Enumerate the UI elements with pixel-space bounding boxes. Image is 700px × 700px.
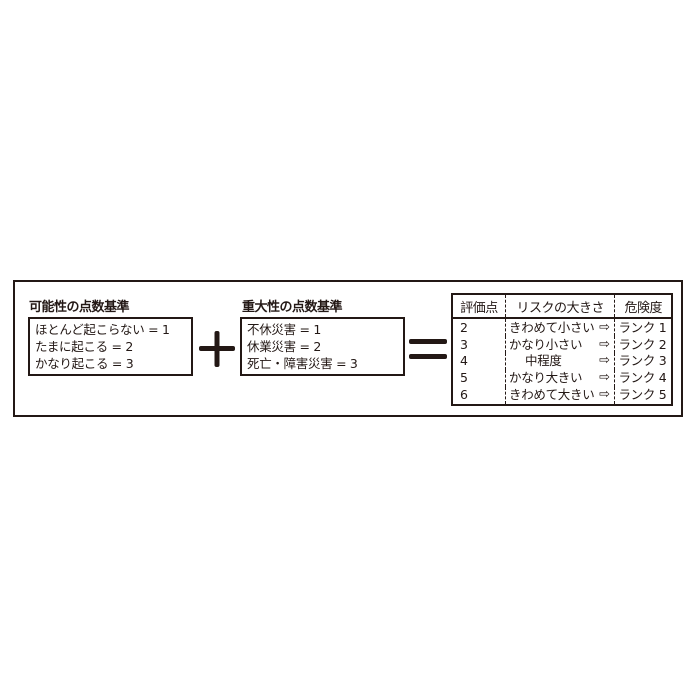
size-cell: かなり大きい ⇨ (505, 369, 616, 387)
header-risk-size: リスクの大きさ (505, 294, 616, 319)
score-cell: 4 (452, 353, 506, 370)
table-row: 6 きわめて大きい⇨ ランク 5 (452, 386, 672, 405)
score-cell: 3 (452, 336, 506, 353)
likelihood-box: ほとんど起こらない = 1 たまに起こる = 2 かなり起こる = 3 (28, 317, 193, 376)
hollow-right-arrow-icon: ⇨ (599, 370, 610, 386)
hollow-right-arrow-icon: ⇨ (599, 353, 610, 369)
hollow-right-arrow-icon: ⇨ (599, 387, 610, 403)
rank-cell: ランク 5 (618, 387, 667, 403)
plus-icon (199, 331, 235, 367)
size-cell: かなり小さい ⇨ (505, 336, 616, 353)
size-text: きわめて小さい (509, 319, 595, 335)
severity-box: 不休災害 = 1 休業災害 = 2 死亡・障害災害 = 3 (240, 317, 405, 376)
hollow-right-arrow-icon: ⇨ (599, 336, 610, 352)
severity-item: 不休災害 = 1 (247, 322, 321, 337)
size-cell: 中程度 ⇨ (505, 353, 616, 370)
size-cell: きわめて小さい⇨ (505, 318, 616, 337)
hollow-right-arrow-icon: ⇨ (599, 319, 610, 335)
rank-cell: ランク 4 (618, 370, 667, 386)
size-text: かなり小さい (509, 336, 583, 352)
likelihood-title: 可能性の点数基準 (29, 300, 130, 315)
severity-item: 休業災害 = 2 (247, 339, 321, 354)
score-cell: 6 (452, 386, 506, 405)
risk-table: 評価点 リスクの大きさ 危険度 2 きわめて小さい⇨ ランク 1 3 かなり小さ… (451, 293, 673, 406)
likelihood-item: かなり起こる = 3 (35, 356, 134, 371)
size-cell: きわめて大きい⇨ (505, 386, 616, 405)
equals-icon (409, 339, 447, 359)
header-score: 評価点 (452, 294, 506, 319)
size-text: 中程度 (525, 353, 562, 369)
rank-cell: ランク 3 (618, 353, 667, 369)
risk-table-header: 評価点 リスクの大きさ 危険度 (452, 294, 672, 319)
likelihood-item: たまに起こる = 2 (35, 339, 133, 354)
rank-cell: ランク 2 (618, 336, 667, 352)
table-row: 4 中程度 ⇨ ランク 3 (452, 353, 672, 370)
score-cell: 2 (452, 318, 506, 337)
table-row: 3 かなり小さい ⇨ ランク 2 (452, 336, 672, 353)
severity-item: 死亡・障害災害 = 3 (247, 356, 358, 371)
header-danger-level: 危険度 (614, 294, 672, 319)
severity-title: 重大性の点数基準 (242, 300, 343, 315)
table-row: 5 かなり大きい ⇨ ランク 4 (452, 369, 672, 387)
size-text: かなり大きい (509, 370, 583, 386)
table-row: 2 きわめて小さい⇨ ランク 1 (452, 318, 672, 337)
likelihood-item: ほとんど起こらない = 1 (35, 322, 170, 337)
rank-cell: ランク 1 (618, 319, 667, 335)
score-cell: 5 (452, 369, 506, 387)
size-text: きわめて大きい (509, 387, 595, 403)
diagram-frame (13, 280, 683, 417)
